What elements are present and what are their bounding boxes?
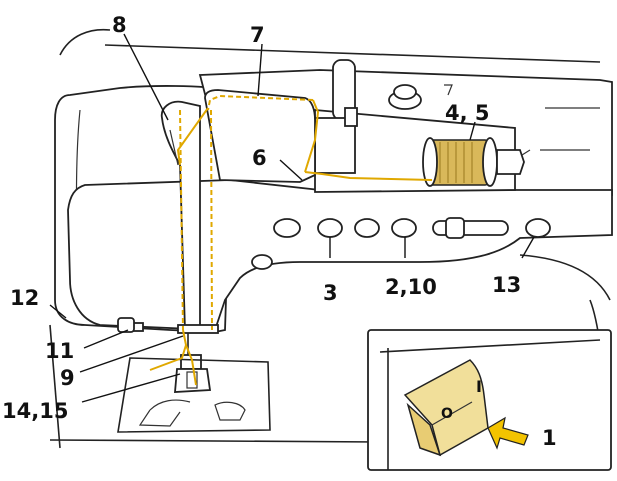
thread-path-channel-top	[207, 94, 314, 111]
thread-path-take-up	[176, 107, 209, 166]
bobbin-winder-cap[interactable]	[393, 84, 417, 100]
thread-path-channel-down-right	[210, 109, 213, 331]
label-8: 8	[112, 13, 127, 37]
bed-left-edge	[49, 324, 61, 449]
thread-guide-lower	[344, 107, 358, 127]
bed-front-edge	[49, 439, 381, 443]
button-2-10[interactable]	[391, 218, 417, 238]
press-arrow-icon	[487, 416, 529, 450]
button-left-panel[interactable]	[251, 254, 273, 270]
label-12: 12	[10, 286, 39, 310]
speed-slider[interactable]	[432, 220, 509, 236]
speed-slider-knob[interactable]	[445, 217, 465, 239]
bed-plate	[117, 357, 271, 433]
presser-foot-slot	[186, 371, 198, 389]
label-9: 9	[60, 366, 75, 390]
leader-14-15	[81, 373, 181, 403]
button-front-3[interactable]	[354, 218, 380, 238]
label-4-5: 4, 5	[445, 101, 490, 125]
spool-cap	[496, 149, 525, 175]
power-switch[interactable]	[403, 359, 489, 457]
leader-9	[79, 335, 184, 373]
label-7: 7	[250, 23, 265, 47]
label-1: 1	[542, 426, 557, 450]
power-switch-face	[431, 401, 473, 426]
thread-path-needle	[149, 329, 188, 371]
machine-top-arc	[59, 28, 111, 56]
leader-4-5	[469, 121, 476, 141]
button-front-1[interactable]	[273, 218, 301, 238]
presser-foot	[174, 368, 212, 393]
label-13: 13	[492, 273, 521, 297]
label-2-10: 2,10	[385, 275, 437, 299]
label-6: 6	[252, 146, 267, 170]
leader-11	[83, 329, 129, 349]
spool-pin	[521, 149, 531, 156]
inset-panel-edge	[379, 339, 601, 353]
bed-right-curve	[519, 254, 611, 301]
bed-front-shape	[214, 401, 246, 421]
take-up-lever-slot	[169, 129, 179, 166]
thread-spool	[429, 139, 489, 186]
bobbin-cover	[138, 409, 181, 427]
thread-guide-bracket	[314, 117, 356, 174]
winder-hook	[444, 84, 453, 96]
leader-7	[257, 43, 263, 97]
thread-channel	[204, 89, 316, 183]
leader-12	[49, 304, 67, 319]
spool-end-left	[422, 137, 438, 187]
button-13[interactable]	[525, 218, 551, 238]
thread-path-spool	[304, 171, 433, 181]
leader-6	[279, 159, 303, 181]
needle-threader-knob[interactable]	[117, 317, 135, 333]
switch-off-mark: O	[441, 406, 453, 422]
upper-arm-front	[67, 179, 613, 331]
label-11: 11	[45, 339, 74, 363]
button-3[interactable]	[317, 218, 343, 238]
leader-8	[123, 33, 169, 121]
leader-13	[521, 236, 535, 259]
needle-plate-slot	[149, 399, 191, 411]
needle-clamp	[177, 324, 219, 334]
machine-top-arm-back	[104, 44, 601, 63]
label-3: 3	[323, 281, 338, 305]
spool-end-right	[482, 137, 498, 187]
label-14-15: 14,15	[2, 399, 68, 423]
switch-on-mark: I	[476, 377, 482, 396]
thread-path-tail	[185, 344, 197, 386]
thread-path-guide	[304, 99, 320, 173]
